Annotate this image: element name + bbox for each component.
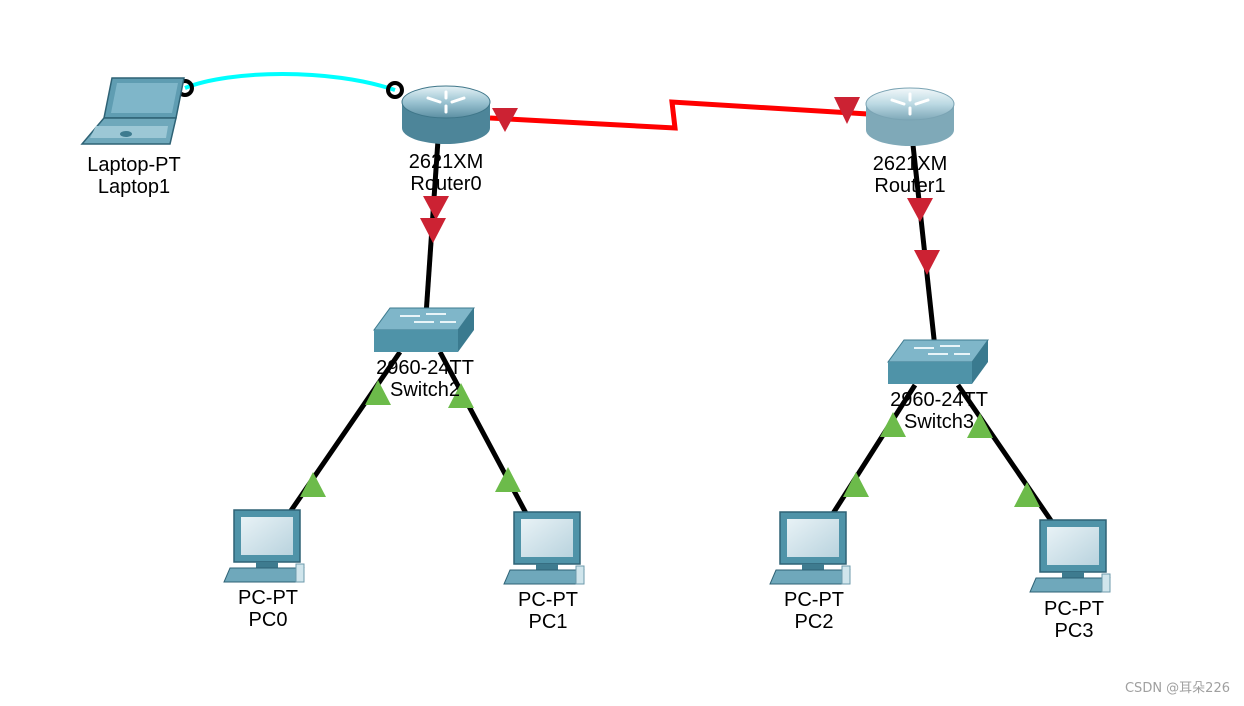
router0-label: 2621XM Router0: [409, 151, 484, 195]
link-status-up: [843, 472, 869, 497]
switch3-model: 2960-24TT: [890, 389, 988, 411]
copper-cable[interactable]: [910, 144, 938, 349]
pc3-name: PC3: [1054, 620, 1094, 642]
laptop1-model: Laptop-PT: [87, 154, 181, 176]
switch2-model: 2960-24TT: [376, 357, 474, 379]
link-status-up: [880, 412, 906, 437]
link-status-up: [1014, 482, 1040, 507]
console-endpoint: [386, 81, 404, 99]
switch3-icon[interactable]: [887, 339, 989, 384]
router0-icon[interactable]: [401, 85, 491, 144]
pc1-model: PC-PT: [518, 589, 578, 611]
console-cable[interactable]: [184, 72, 396, 92]
pc3-model: PC-PT: [1044, 598, 1104, 620]
link-status-down: [834, 97, 860, 124]
router1-model: 2621XM: [872, 153, 948, 175]
router0-model: 2621XM: [408, 151, 484, 173]
switch2-label: 2960-24TT Switch2: [376, 357, 474, 401]
router1-name: Router1: [874, 175, 946, 197]
pc2-model: PC-PT: [784, 589, 844, 611]
copper-cable[interactable]: [955, 383, 1055, 524]
link-status-down: [914, 250, 940, 275]
link-status-down: [907, 198, 933, 222]
pc2-label: PC-PT PC2: [784, 589, 844, 633]
laptop-icon[interactable]: [80, 77, 185, 145]
pc3-label: PC-PT PC3: [1044, 598, 1104, 642]
laptop1-label: Laptop-PT Laptop1: [87, 154, 180, 198]
pc1-name: PC1: [528, 611, 568, 633]
pc0-name: PC0: [248, 609, 288, 631]
link-status-up: [448, 383, 474, 408]
serial-cable[interactable]: [489, 99, 869, 131]
link-status-up: [967, 413, 993, 438]
laptop1-name: Laptop1: [97, 176, 171, 198]
pc1-label: PC-PT PC1: [518, 589, 578, 633]
switch3-name: Switch3: [903, 411, 975, 433]
pc0-model: PC-PT: [238, 587, 298, 609]
switch2-icon[interactable]: [373, 307, 475, 352]
link-status-down: [420, 218, 446, 243]
router1-icon[interactable]: [865, 87, 955, 146]
link-status-down: [423, 196, 449, 220]
pc0-label: PC-PT PC0: [238, 587, 298, 631]
switch2-name: Switch2: [389, 379, 461, 401]
link-status-up: [365, 380, 391, 405]
watermark: CSDN @耳朵226: [1124, 681, 1230, 696]
pc2-name: PC2: [794, 611, 834, 633]
pc2-icon[interactable]: [769, 511, 851, 585]
link-status-up: [300, 472, 326, 497]
pc1-icon[interactable]: [503, 511, 585, 585]
link-status-up: [495, 467, 521, 492]
router1-label: 2621XM Router1: [873, 153, 948, 197]
router0-name: Router0: [410, 173, 482, 195]
pc0-icon[interactable]: [223, 509, 305, 583]
pc3-icon[interactable]: [1029, 519, 1111, 593]
switch3-label: 2960-24TT Switch3: [890, 389, 988, 433]
link-status-down: [492, 108, 518, 132]
